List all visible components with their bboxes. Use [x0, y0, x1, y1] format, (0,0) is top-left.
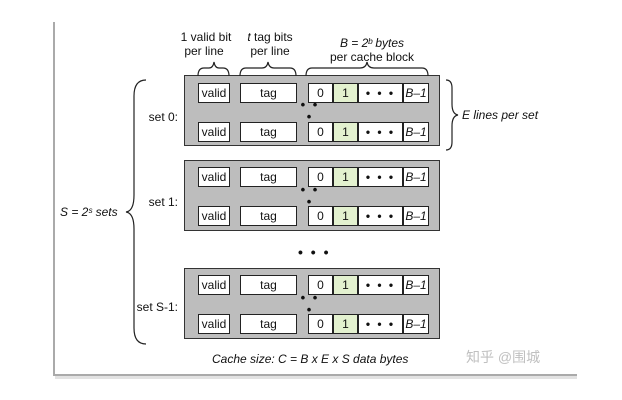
set-s-minus-1-line-2-byte-1-cell: 1: [333, 314, 358, 334]
valid-bit-brace: [197, 61, 230, 77]
sets-count-label: S = 2ˢ sets: [60, 205, 118, 219]
set-1-line-1-last-byte-cell: B–1: [403, 167, 429, 187]
set-0-line-1-last-byte-cell: B–1: [403, 83, 429, 103]
tag-bits-header: t tag bits per line: [240, 30, 300, 58]
block-bytes-brace: [305, 61, 429, 77]
set-0-lines-ellipsis: • • •: [300, 97, 320, 124]
block-bytes-header: B = 2ᵇ bytes per cache block: [312, 36, 432, 64]
set-s-minus-1-line-1-last-byte-cell: B–1: [403, 275, 429, 295]
set-1-line-1-ellipsis-cell: • • •: [358, 167, 403, 187]
set-s-minus-1-line-2-ellipsis-cell: • • •: [358, 314, 403, 334]
set-s-minus-1-box: valid tag 0 1 • • • B–1 • • • valid tag …: [184, 268, 440, 339]
block-bytes-header-line2: per cache block: [329, 50, 415, 64]
set-s-minus-1-line-2-valid-cell: valid: [198, 314, 230, 334]
tag-bits-brace: [239, 61, 297, 77]
set-s-minus-1-line-2-tag-cell: tag: [240, 314, 297, 334]
tag-bits-header-line1: t tag bits: [240, 30, 300, 44]
valid-bit-header-line1: 1 valid bit: [180, 30, 232, 44]
set-1-line-2-last-byte-cell: B–1: [403, 206, 429, 226]
set-0-line-2-valid-cell: valid: [198, 122, 230, 142]
valid-bit-header-line2: per line: [184, 44, 224, 58]
set-1-line-2-tag-cell: tag: [240, 206, 297, 226]
lines-per-set-label: E lines per set: [462, 108, 539, 122]
set-0-line-2-tag-cell: tag: [240, 122, 297, 142]
set-0-box: valid tag 0 1 • • • B–1 • • • valid tag …: [184, 75, 440, 146]
set-s-minus-1-label: set S-1:: [136, 300, 178, 314]
set-0-line-1-tag-cell: tag: [240, 83, 297, 103]
set-0-line-1-ellipsis-cell: • • •: [358, 83, 403, 103]
frame-left-border: [53, 22, 55, 376]
set-s-minus-1-line-1-tag-cell: tag: [240, 275, 297, 295]
set-1-line-2-byte-0-cell: 0: [308, 206, 333, 226]
between-sets-ellipsis: • • •: [298, 244, 331, 260]
frame-bottom-border: [53, 374, 577, 376]
set-s-minus-1-line-1-byte-1-cell: 1: [333, 275, 358, 295]
valid-bit-header: 1 valid bit per line: [176, 30, 236, 58]
set-0-line-1-valid-cell: valid: [198, 83, 230, 103]
tag-bits-header-line2: per line: [250, 44, 290, 58]
block-bytes-header-line1: B = 2ᵇ bytes: [339, 36, 405, 50]
set-1-line-2-byte-1-cell: 1: [333, 206, 358, 226]
cache-size-label: Cache size: C = B x E x S data bytes: [212, 352, 409, 366]
sets-brace: [125, 79, 147, 345]
tag-bits-text: tag bits: [250, 30, 293, 44]
set-0-line-1-byte-0-cell: 0: [308, 83, 333, 103]
frame-shadow: [55, 376, 577, 379]
set-1-line-1-byte-1-cell: 1: [333, 167, 358, 187]
set-0-line-1-byte-1-cell: 1: [333, 83, 358, 103]
set-0-line-2-ellipsis-cell: • • •: [358, 122, 403, 142]
set-s-minus-1-line-1-valid-cell: valid: [198, 275, 230, 295]
watermark-text: 知乎 @围城: [466, 349, 541, 365]
set-0-line-2-last-byte-cell: B–1: [403, 122, 429, 142]
set-s-minus-1-line-2-last-byte-cell: B–1: [403, 314, 429, 334]
set-0-label: set 0:: [148, 110, 178, 124]
set-1-line-1-tag-cell: tag: [240, 167, 297, 187]
set-1-lines-ellipsis: • • •: [300, 182, 320, 209]
set-s-minus-1-lines-ellipsis: • • •: [300, 290, 320, 317]
set-1-box: valid tag 0 1 • • • B–1 • • • valid tag …: [184, 160, 440, 231]
set-0-line-2-byte-1-cell: 1: [333, 122, 358, 142]
set-1-line-2-valid-cell: valid: [198, 206, 230, 226]
set-1-label: set 1:: [148, 195, 178, 209]
set-1-line-1-valid-cell: valid: [198, 167, 230, 187]
set-s-minus-1-line-2-byte-0-cell: 0: [308, 314, 333, 334]
set-0-line-2-byte-0-cell: 0: [308, 122, 333, 142]
set-1-line-2-ellipsis-cell: • • •: [358, 206, 403, 226]
tag-bits-variable: t: [247, 30, 251, 44]
lines-per-set-brace: [445, 79, 459, 151]
set-s-minus-1-line-1-byte-0-cell: 0: [308, 275, 333, 295]
set-1-line-1-byte-0-cell: 0: [308, 167, 333, 187]
set-s-minus-1-line-1-ellipsis-cell: • • •: [358, 275, 403, 295]
